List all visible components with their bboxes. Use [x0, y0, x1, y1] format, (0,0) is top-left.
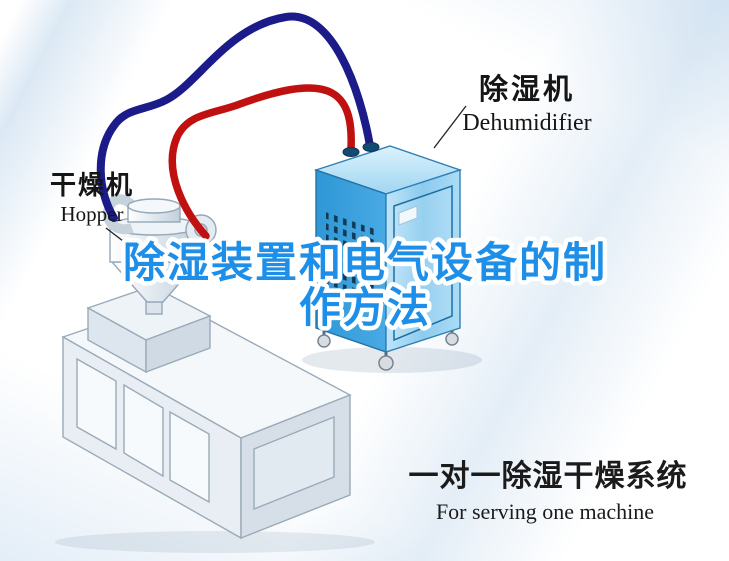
extruder-pedestal-side: [145, 314, 211, 374]
extruder-door-panel: [76, 357, 117, 451]
dehumidifier-label-zh: 除湿机: [479, 72, 575, 106]
extruder-door-panel: [123, 383, 164, 478]
extruder-side-panel: [253, 415, 335, 511]
return-air-hose-red: [168, 84, 355, 240]
hose-connector: [362, 142, 380, 152]
hopper-leader-line: [105, 227, 141, 255]
supply-air-hose-blue: [96, 12, 374, 222]
caster-wheel: [317, 334, 331, 348]
dehumidifier-door: [393, 184, 453, 342]
leader-lines: [105, 105, 467, 255]
callout-labels: 除湿机 Dehumidifier 干燥机 Hopper: [50, 72, 592, 226]
dehumidifier-door-label: [398, 205, 418, 226]
hopper-dryer-illustration: [103, 194, 217, 315]
hopper-lid-top: [127, 198, 181, 214]
dehumidifier-door-handle: [444, 246, 448, 262]
caption-en: For serving one machine: [436, 499, 654, 524]
air-hoses: [96, 12, 380, 240]
dehumidifier-label-en: Dehumidifier: [462, 110, 591, 136]
hose-connector: [342, 147, 360, 157]
dehumidifier-illustration: [302, 145, 482, 373]
main-title-line1: 除湿装置和电气设备的制: [123, 239, 607, 286]
hopper-label-zh: 干燥机: [50, 170, 134, 200]
main-title: 除湿装置和电气设备的制 作方法: [118, 235, 609, 336]
dehumidifier-vent-grille: [326, 208, 378, 302]
extruder-shadow: [55, 531, 375, 553]
caster-wheel: [378, 355, 394, 371]
dehumidifier-leader-line: [433, 105, 467, 149]
extruder-door-panel: [169, 410, 210, 504]
caption-zh: 一对一除湿干燥系统: [409, 459, 688, 493]
extruder-illustration: [55, 285, 375, 553]
main-title-line2: 作方法: [299, 284, 431, 331]
caption: 一对一除湿干燥系统 For serving one machine: [409, 459, 688, 524]
caster-wheel: [445, 332, 459, 346]
hopper-label-en: Hopper: [61, 202, 124, 226]
